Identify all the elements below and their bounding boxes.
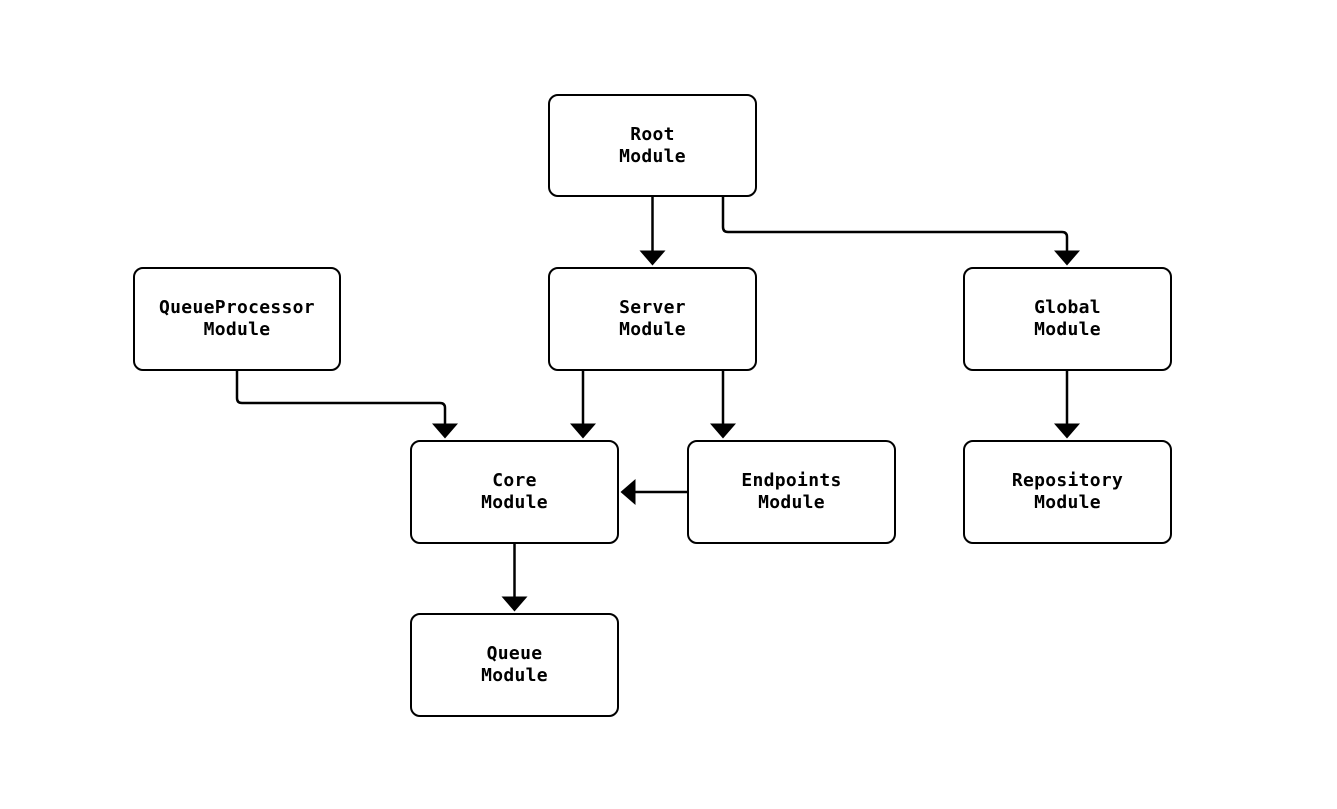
node-root-module: Root Module xyxy=(548,94,757,197)
node-label-line: Module xyxy=(1034,492,1101,513)
node-core-module: Core Module xyxy=(410,440,619,544)
node-label-line: Endpoints xyxy=(741,470,842,491)
node-label-line: Module xyxy=(619,145,686,167)
node-label-line: Module xyxy=(619,319,686,340)
edge-root-to-global xyxy=(721,197,1080,266)
node-label-line: Root xyxy=(630,123,675,145)
node-endpoints-module: Endpoints Module xyxy=(687,440,896,544)
node-label-line: Module xyxy=(481,492,548,513)
node-label-line: QueueProcessor xyxy=(159,297,315,318)
node-label-line: Queue xyxy=(486,643,543,664)
node-repository-module: Repository Module xyxy=(963,440,1172,544)
node-server-module: Server Module xyxy=(548,267,757,371)
node-label-line: Global xyxy=(1034,297,1101,318)
node-label-line: Module xyxy=(481,665,548,686)
edge-queueprocessor-to-core xyxy=(235,371,458,439)
node-label-line: Core xyxy=(492,470,537,491)
node-queueprocessor-module: QueueProcessor Module xyxy=(133,267,341,371)
node-queue-module: Queue Module xyxy=(410,613,619,717)
node-label-line: Module xyxy=(1034,319,1101,340)
node-label-line: Server xyxy=(619,297,686,318)
node-global-module: Global Module xyxy=(963,267,1172,371)
node-label-line: Module xyxy=(758,492,825,513)
node-label-line: Module xyxy=(203,319,271,340)
node-label-line: Repository xyxy=(1011,470,1124,491)
